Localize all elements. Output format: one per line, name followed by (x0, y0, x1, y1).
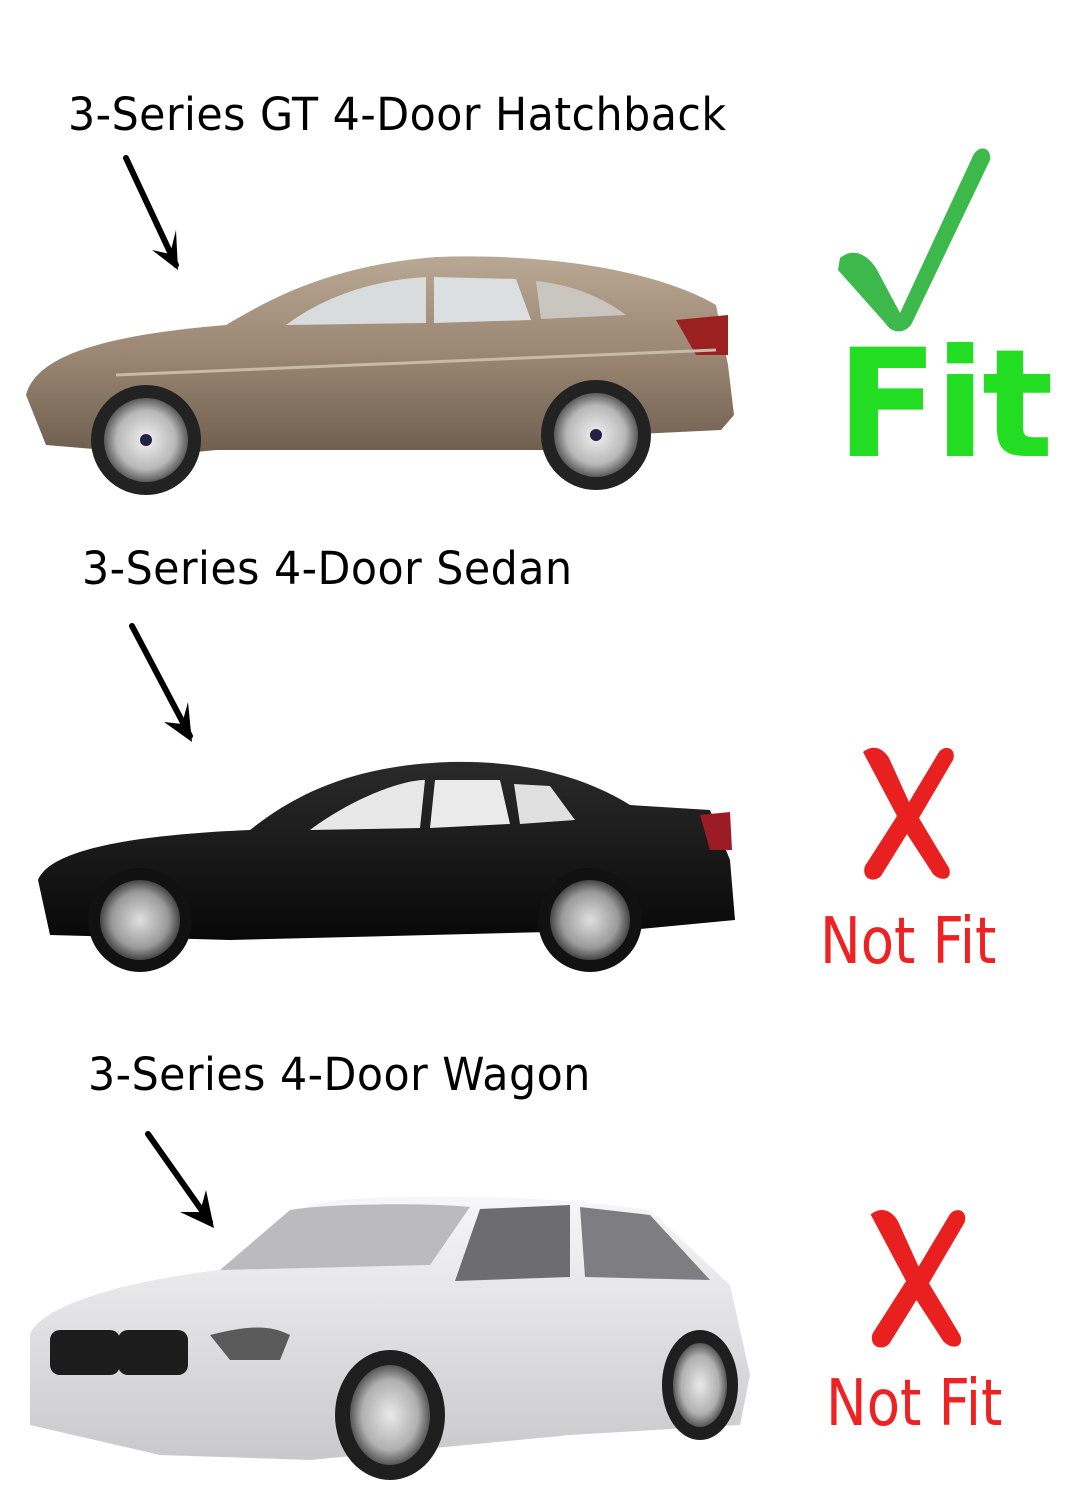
fit-status-label: Fit (836, 318, 1054, 492)
not-fit-status-label: Not Fit (820, 905, 997, 979)
checkmark-icon (838, 148, 991, 332)
x-mark-icon (870, 1209, 966, 1348)
model-label-gt-hatchback: 3-Series GT 4-Door Hatchback (68, 88, 727, 141)
arrow-down-right-icon (129, 623, 193, 742)
car-image-wagon (30, 1196, 750, 1480)
arrow-down-right-icon (123, 155, 179, 270)
x-mark-icon (863, 747, 954, 880)
car-image-sedan (38, 761, 735, 972)
arrow-down-right-icon (145, 1131, 214, 1228)
model-label-wagon: 3-Series 4-Door Wagon (88, 1048, 591, 1101)
car-image-gt-hatchback (26, 256, 734, 495)
not-fit-status-label: Not Fit (826, 1367, 1003, 1441)
model-label-sedan: 3-Series 4-Door Sedan (82, 542, 573, 595)
